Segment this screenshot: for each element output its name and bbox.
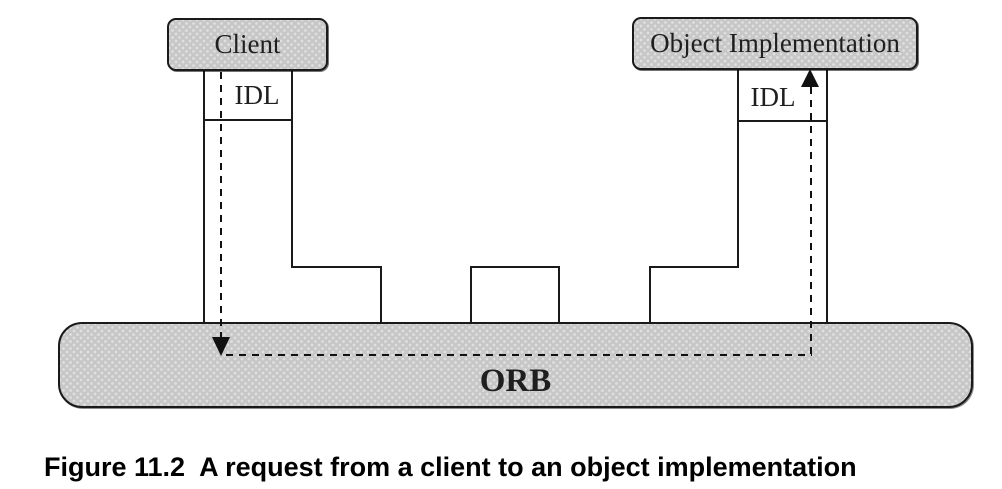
figure-caption: Figure 11.2 A request from a client to a… xyxy=(44,452,857,482)
request-arrow-up-icon xyxy=(801,69,819,87)
implementation-idl-separator xyxy=(737,120,828,122)
request-path-orb-segment xyxy=(226,354,812,356)
request-arrow-down-icon xyxy=(212,337,230,356)
object-implementation-box: Object Implementation xyxy=(632,17,918,70)
client-stub-column xyxy=(203,70,293,322)
client-box-label: Client xyxy=(214,29,281,59)
implementation-skeleton-column xyxy=(737,69,828,322)
request-path-skeleton-segment xyxy=(810,87,812,356)
request-path-client-segment xyxy=(220,72,222,337)
orb-label: ORB xyxy=(479,363,552,399)
orb-bar xyxy=(58,322,973,408)
object-implementation-box-label: Object Implementation xyxy=(650,28,900,58)
implementation-idl-label: IDL xyxy=(750,82,796,112)
orb-interface-stub-right xyxy=(649,266,739,322)
client-idl-separator xyxy=(203,119,293,121)
client-box: Client xyxy=(167,18,328,71)
orb-interface-stub-middle xyxy=(470,266,560,322)
orb-interface-stub-left xyxy=(291,266,382,322)
client-idl-label: IDL xyxy=(234,80,280,110)
